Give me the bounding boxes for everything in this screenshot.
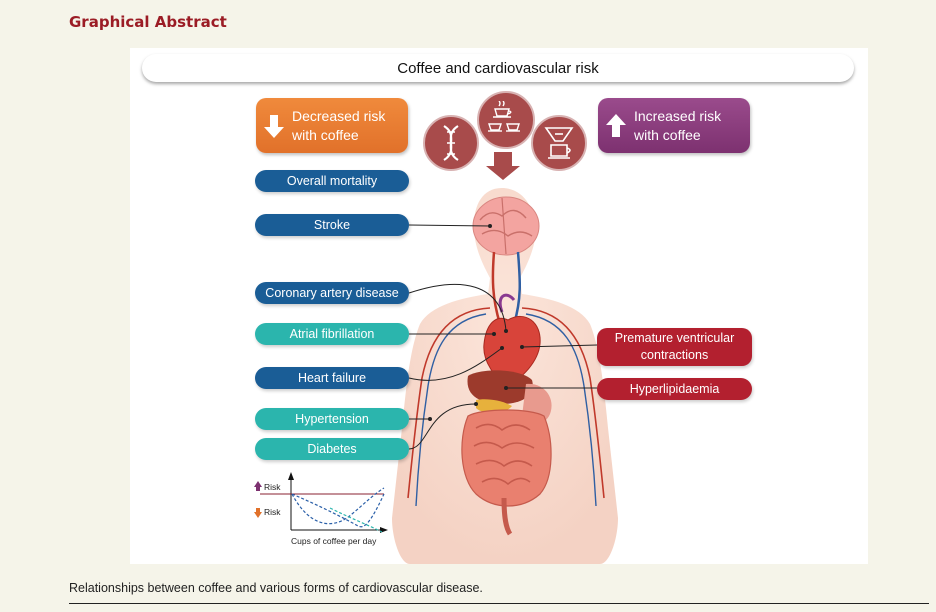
pill-premature-ventricular-contractions: Premature ventricular contractions	[597, 328, 752, 366]
graphical-abstract-heading: Graphical Abstract	[69, 13, 227, 31]
decreased-label-line1: Decreased risk	[292, 107, 386, 124]
decreased-risk-header: Decreased risk with coffee	[256, 98, 408, 153]
figure-panel: Risk Risk Cups of coffee per day Coffee …	[130, 48, 868, 564]
risk-down-arrow-icon	[254, 508, 262, 518]
decreased-label-line2: with coffee	[292, 126, 359, 143]
increased-risk-header: Increased risk with coffee	[598, 98, 750, 153]
body-illustration: Risk Risk Cups of coffee per day	[254, 152, 618, 564]
increased-label-line1: Increased risk	[634, 107, 722, 124]
up-arrow-icon	[598, 113, 634, 139]
coffee-cups-icon	[477, 91, 535, 149]
pill-stroke: Stroke	[255, 214, 409, 236]
risk-curve-3	[329, 507, 383, 533]
pill-hypertension: Hypertension	[255, 408, 409, 430]
pvc-line1: Premature ventricular	[614, 331, 735, 345]
pvc-line2: contractions	[640, 348, 709, 362]
mini-chart-xlabel: Cups of coffee per day	[291, 536, 377, 546]
pill-hyperlipidaemia: Hyperlipidaemia	[597, 378, 752, 400]
risk-up-label: Risk	[264, 482, 281, 492]
pill-diabetes: Diabetes	[255, 438, 409, 460]
pill-coronary-artery-disease: Coronary artery disease	[255, 282, 409, 304]
pill-heart-failure: Heart failure	[255, 367, 409, 389]
pill-atrial-fibrillation: Atrial fibrillation	[255, 323, 409, 345]
dna-icon	[423, 115, 479, 171]
down-arrow	[486, 152, 520, 180]
caption-rule	[69, 603, 929, 604]
risk-down-label: Risk	[264, 507, 281, 517]
intestines	[461, 409, 552, 507]
increased-label-line2: with coffee	[634, 126, 701, 143]
coffee-filter-icon	[531, 115, 587, 171]
connector-dots	[428, 224, 524, 421]
liver	[467, 370, 533, 404]
pill-overall-mortality: Overall mortality	[255, 170, 409, 192]
risk-curve-2	[291, 487, 385, 525]
connector-lines	[408, 224, 598, 450]
figure-caption: Relationships between coffee and various…	[69, 581, 483, 595]
figure-title: Coffee and cardiovascular risk	[142, 54, 854, 82]
risk-curve-1	[291, 493, 385, 528]
down-arrow-icon	[256, 113, 292, 139]
risk-up-arrow-icon	[254, 481, 262, 491]
mini-risk-chart: Risk Risk Cups of coffee per day	[254, 472, 388, 546]
